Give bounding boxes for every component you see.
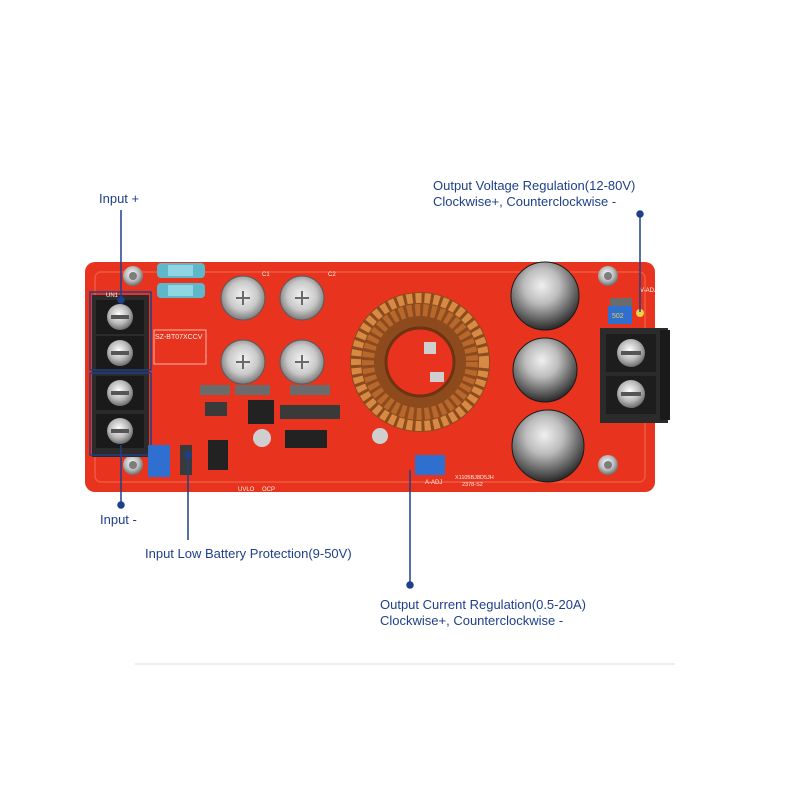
pcb-code-2: 2378-S2 <box>462 482 483 488</box>
output-terminal-block <box>600 328 670 423</box>
terminal-silkscreen: UN1 <box>106 293 119 299</box>
mounting-holes <box>123 266 618 475</box>
low-battery-callout: Input Low Battery Protection(9-50V) <box>145 546 352 561</box>
board-model-label: SZ-BT07XCCV <box>155 334 203 341</box>
cap-c2-label: C2 <box>328 272 336 278</box>
toroidal-inductor <box>350 292 490 432</box>
voltage-regulation-title: Output Voltage Regulation(12-80V) <box>433 178 636 193</box>
potentiometers <box>148 306 644 477</box>
uvlo-label: UVLO <box>238 487 255 493</box>
voltage-regulation-direction: Clockwise+, Counterclockwise - <box>433 194 617 209</box>
pcb-code-1: X1105BJ8D5JH <box>455 475 494 481</box>
input-terminal-block <box>89 291 152 457</box>
cap-c1-label: C1 <box>262 272 270 278</box>
voltage-pot-code: 502 <box>612 313 624 320</box>
ocp-label: OCP <box>262 487 275 493</box>
current-regulation-direction: Clockwise+, Counterclockwise - <box>380 613 564 628</box>
leader-lines <box>117 210 644 589</box>
current-regulation-title: Output Current Regulation(0.5-20A) <box>380 597 586 612</box>
input-minus-callout: Input - <box>100 512 137 527</box>
output-capacitors <box>510 261 585 483</box>
fuses <box>157 263 205 298</box>
smd-components <box>180 298 632 475</box>
input-capacitors <box>220 275 325 385</box>
input-plus-callout: Input + <box>99 191 140 206</box>
voltage-pot-label: V-ADJ <box>640 288 657 294</box>
current-pot-label: A-ADJ <box>425 480 442 486</box>
